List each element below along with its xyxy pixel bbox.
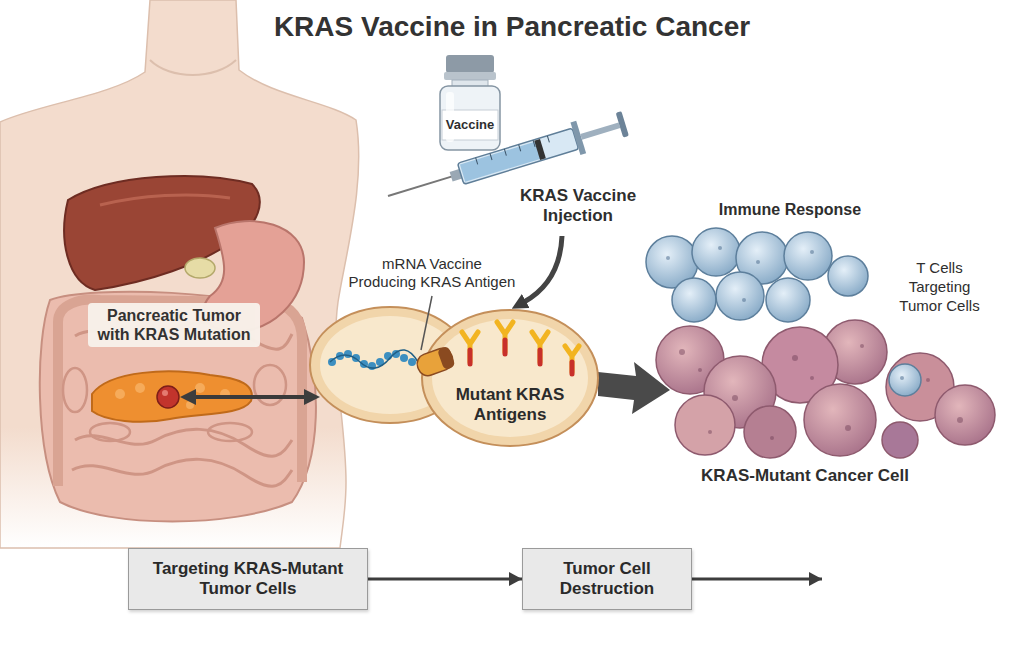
diagram-title: KRAS Vaccine in Pancreatic Cancer — [0, 10, 1024, 44]
node-text: Targeting KRAS-Mutant Tumor Cells — [143, 559, 353, 599]
node-text: Tumor Cell Destruction — [537, 559, 677, 599]
t-cell-label: T Cells Targeting Tumor Cells — [892, 258, 987, 315]
tumor-label: Pancreatic Tumor with KRAS Mutation — [88, 303, 260, 347]
tumor-cells — [656, 320, 995, 458]
injection-arrow — [524, 236, 562, 302]
injection-label: KRAS Vaccine Injection — [508, 186, 648, 226]
connector-arrow — [368, 578, 522, 581]
mrna-label: mRNA Vaccine Producing KRAS Antigen — [347, 255, 517, 291]
double-arrow — [194, 395, 306, 399]
node-text-group: Mutant KRAS Antigens — [450, 385, 570, 425]
human-torso — [0, 0, 359, 548]
vaccine-vial — [440, 55, 500, 150]
process-box: Tumor Cell Destruction — [522, 548, 692, 610]
cell-disc: Mutant KRAS Antigens — [300, 300, 605, 455]
cancer-cell-label: KRAS-Mutant Cancer Cell — [680, 466, 930, 486]
section-label: Immune Response — [710, 200, 870, 220]
process-box: Targeting KRAS-Mutant Tumor Cells — [128, 548, 368, 610]
intestines — [40, 292, 316, 522]
vial-label: Vaccine — [442, 117, 498, 133]
cell-outline — [300, 300, 605, 455]
gallbladder — [185, 258, 215, 278]
trailing-arrow — [692, 578, 822, 581]
t-cells — [646, 228, 921, 396]
tumor — [157, 386, 179, 408]
node-text: Mutant KRAS Antigens — [450, 385, 570, 425]
